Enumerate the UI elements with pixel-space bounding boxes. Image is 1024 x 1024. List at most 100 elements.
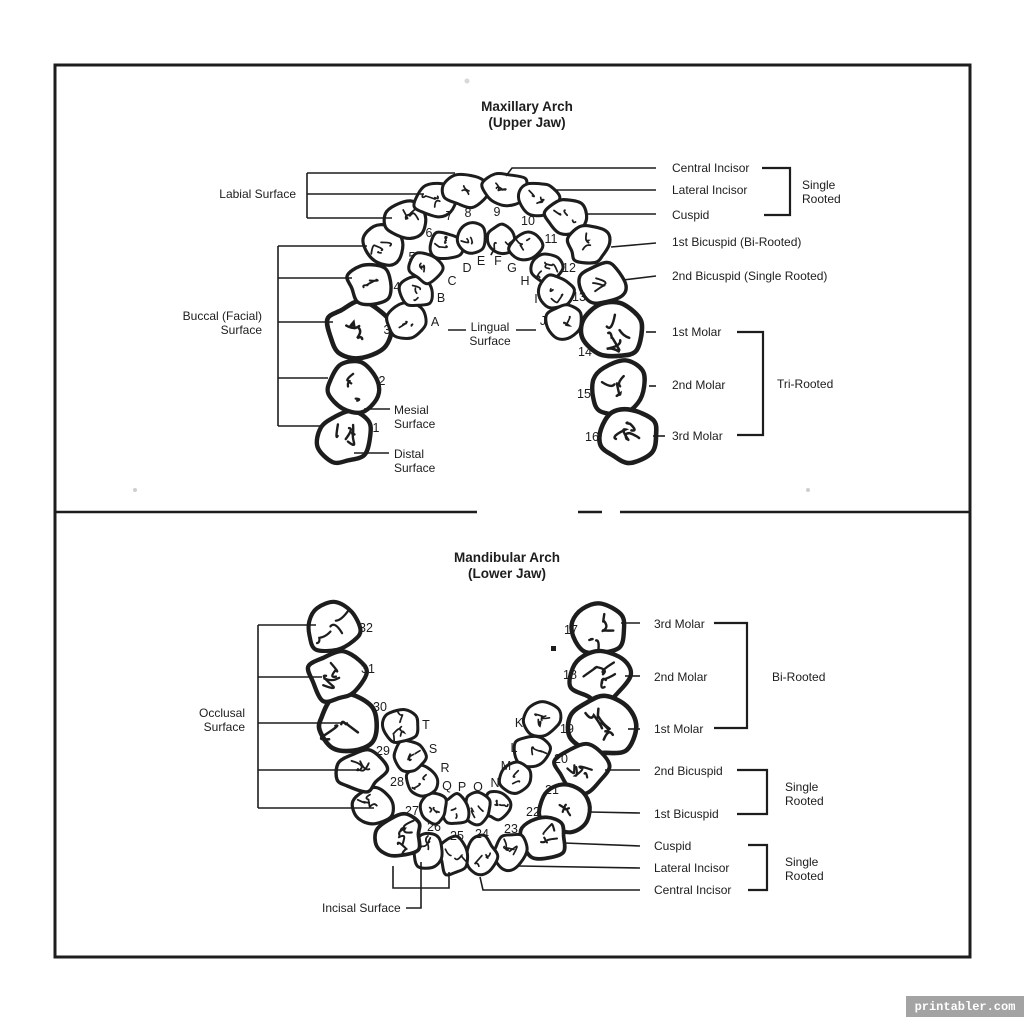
tooth-groove xyxy=(346,381,353,388)
single-rooted-bicuspid-label-line-1: Rooted xyxy=(785,794,824,808)
third-molar-lower-label: 3rd Molar xyxy=(654,617,705,631)
tooth-groove xyxy=(425,835,430,851)
single-rooted-anterior-label-line-0: Single xyxy=(785,855,819,869)
tooth-groove xyxy=(469,236,474,245)
tooth-groove xyxy=(592,282,604,287)
tooth-label-15: 15 xyxy=(577,387,591,401)
first-bicuspid-upper-label-line-0: 1st Bicuspid (Bi-Rooted) xyxy=(672,235,801,249)
tooth-groove xyxy=(334,610,349,622)
tooth-groove xyxy=(473,854,483,868)
tooth-groove xyxy=(585,232,591,244)
tooth-label-27: 27 xyxy=(405,804,419,818)
second-bicuspid-lower-label-line-0: 2nd Bicuspid xyxy=(654,764,723,778)
tooth-groove xyxy=(531,746,548,755)
tooth-groove xyxy=(398,725,407,737)
tooth-groove xyxy=(588,637,594,642)
tooth-groove xyxy=(356,327,364,341)
tooth-label-1: 1 xyxy=(373,421,380,435)
primary-tooth-Q: Q xyxy=(418,779,452,826)
tooth-groove xyxy=(553,209,562,216)
single-rooted-anterior-label-line-1: Rooted xyxy=(785,869,824,883)
tooth-32: 32 xyxy=(306,599,373,654)
tooth-groove xyxy=(561,803,567,813)
tooth-2: 2 xyxy=(325,358,386,415)
tooth-label-16: 16 xyxy=(585,430,599,444)
tooth-groove xyxy=(584,711,604,730)
first-bicuspid-lower-label-line-0: 1st Bicuspid xyxy=(654,807,719,821)
tooth-20: 20 xyxy=(552,741,612,796)
tooth-groove xyxy=(422,773,427,781)
tooth-groove xyxy=(566,764,576,775)
tooth-3: 3 xyxy=(324,298,395,361)
primary-tooth-J: J xyxy=(540,303,583,341)
tooth-label-Q: Q xyxy=(442,779,452,793)
central-incisor-lower-label-line-0: Central Incisor xyxy=(654,883,731,897)
tooth-groove xyxy=(528,189,535,198)
tooth-label-P: P xyxy=(458,780,466,794)
tooth-groove xyxy=(595,277,607,286)
bi-rooted-label-line-0: Bi-Rooted xyxy=(772,670,825,684)
tooth-groove xyxy=(396,841,409,857)
tooth-groove xyxy=(414,287,418,295)
lateral-incisor-upper-label-line-0: Lateral Incisor xyxy=(672,183,747,197)
tooth-groove xyxy=(454,854,469,864)
lingual-surface-label-line-0: Lingual xyxy=(471,320,510,334)
tooth-groove xyxy=(413,296,419,302)
tooth-label-K: K xyxy=(515,716,524,730)
tooth-groove xyxy=(402,209,409,220)
incisal-surface-label: Incisal Surface xyxy=(322,901,401,915)
tooth-outline xyxy=(373,811,422,858)
tooth-groove xyxy=(380,241,393,247)
tooth-groove xyxy=(404,212,420,221)
lateral-incisor-lower-label: Lateral Incisor xyxy=(654,861,729,875)
tooth-groove xyxy=(434,242,448,249)
tooth-groove xyxy=(444,235,448,244)
mandibular-title-line-0: Mandibular Arch xyxy=(454,550,560,565)
tooth-groove xyxy=(477,805,484,813)
tooth-label-14: 14 xyxy=(578,345,592,359)
tooth-groove xyxy=(368,278,379,282)
primary-tooth-I: I xyxy=(534,273,576,310)
tooth-groove xyxy=(525,237,531,242)
tooth-label-23: 23 xyxy=(504,822,518,836)
tooth-groove xyxy=(572,766,584,777)
primary-tooth-A: A xyxy=(385,301,440,340)
primary-tooth-G: G xyxy=(507,230,545,275)
tooth-label-8: 8 xyxy=(465,206,472,220)
mandibular-title: Mandibular Arch(Lower Jaw) xyxy=(454,550,560,581)
tooth-label-R: R xyxy=(440,761,449,775)
tooth-19: 19 xyxy=(560,693,639,756)
tooth-groove xyxy=(329,661,339,678)
tooth-label-2: 2 xyxy=(379,374,386,388)
primary-tooth-M: M xyxy=(497,759,533,795)
maxillary-title: Maxillary Arch(Upper Jaw) xyxy=(481,99,573,130)
tooth-label-29: 29 xyxy=(376,744,390,758)
tooth-28: 28 xyxy=(350,775,404,826)
third-molar-upper-label-line-0: 3rd Molar xyxy=(672,429,723,443)
tooth-4: 4 xyxy=(345,262,401,307)
tooth-label-12: 12 xyxy=(562,261,576,275)
tooth-outline xyxy=(350,785,395,826)
tooth-groove xyxy=(346,372,355,383)
tooth-groove xyxy=(433,195,439,200)
tooth-label-B: B xyxy=(437,291,445,305)
tooth-label-E: E xyxy=(477,254,485,268)
tooth-outline xyxy=(428,230,466,261)
labial-surface-label-line-0: Labial Surface xyxy=(219,187,296,201)
tooth-groove xyxy=(398,827,413,837)
tooth-groove xyxy=(329,623,344,635)
single-rooted-upper-bracket xyxy=(762,166,792,217)
single-rooted-anterior-bracket xyxy=(748,843,769,892)
tooth-label-30: 30 xyxy=(373,700,387,714)
tooth-groove xyxy=(508,845,518,856)
labial-surface-label: Labial Surface xyxy=(219,187,296,201)
tooth-groove xyxy=(600,380,616,388)
tooth-groove xyxy=(350,759,363,771)
second-bicuspid-upper-label-line-0: 2nd Bicuspid (Single Rooted) xyxy=(672,269,827,283)
single-rooted-upper-label-line-1: Rooted xyxy=(802,192,841,206)
distal-surface-label-line-0: Distal xyxy=(394,447,424,461)
tooth-groove xyxy=(606,339,622,353)
tooth-label-G: G xyxy=(507,261,517,275)
tooth-18: 18 xyxy=(563,648,634,707)
